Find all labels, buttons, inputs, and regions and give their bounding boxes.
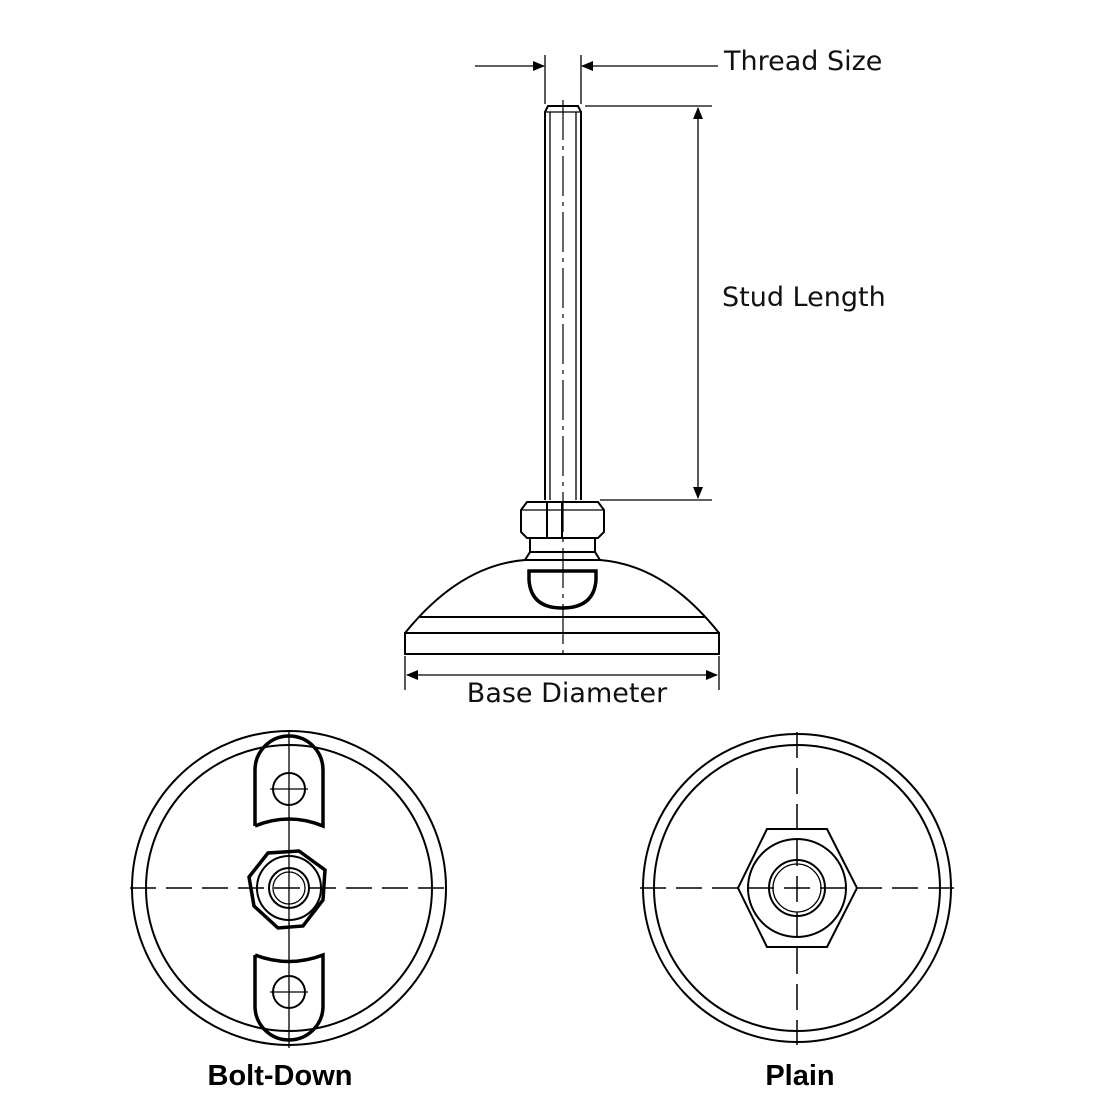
hex-nut xyxy=(520,501,605,539)
bolt-down-label: Bolt-Down xyxy=(208,1060,353,1092)
stud-length-label: Stud Length xyxy=(722,282,886,313)
base-diameter-dimension: Base Diameter xyxy=(404,656,720,709)
plain-label: Plain xyxy=(765,1060,834,1092)
threaded-stud xyxy=(544,100,582,660)
hex-nut-top xyxy=(247,849,327,930)
mounting-slot-top xyxy=(253,734,325,829)
side-view xyxy=(404,100,720,660)
hex-nut-top xyxy=(736,828,859,948)
plain-view: Plain xyxy=(640,732,955,1092)
thread-size-dimension: Thread Size xyxy=(475,46,882,104)
base-pad xyxy=(404,538,720,655)
base-diameter-label: Base Diameter xyxy=(467,678,668,709)
mounting-slot-bottom xyxy=(253,952,325,1042)
bolt-down-view: Bolt-Down xyxy=(130,730,448,1092)
thread-size-label: Thread Size xyxy=(723,46,882,77)
stud-length-dimension: Stud Length xyxy=(585,105,886,501)
